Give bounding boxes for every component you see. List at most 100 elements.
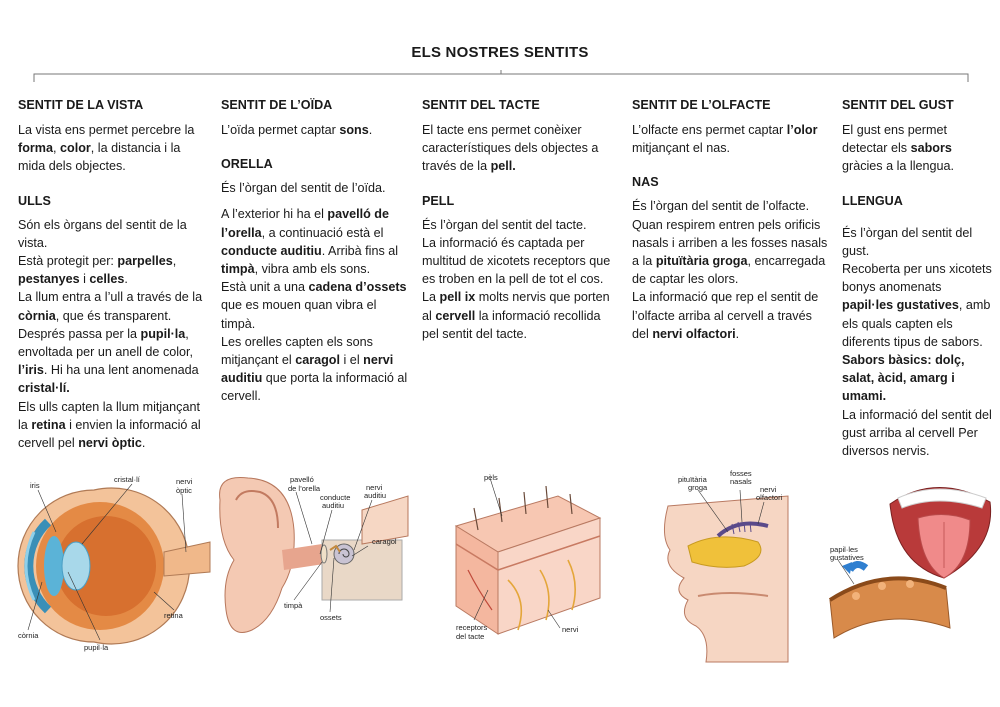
text-run: , la distancia i la mida dels objectes. <box>18 141 181 174</box>
intro-gust: El gust ens permet detectar els sabors g… <box>842 121 992 176</box>
label-receptors-1: receptors <box>456 623 488 632</box>
label-cristalli: cristal·lí <box>114 475 141 484</box>
bold-term: timpà <box>221 262 255 277</box>
text-run: . <box>124 272 128 287</box>
ear-illustration: pavelló de l’orella conducte auditiu ner… <box>219 475 409 633</box>
text-run: i el <box>340 353 364 368</box>
column-oida: SENTIT DE L’OÏDA L’oïda permet captar so… <box>221 96 409 406</box>
text-run: És l’òrgan del sentit de l’olfacte. <box>632 199 810 214</box>
text-run: Són els òrgans del sentit de la vista. <box>18 217 187 250</box>
body-oida: És l’òrgan del sentit de l’oïda. A l’exte… <box>221 179 409 405</box>
bold-term: conducte auditiu <box>221 243 322 258</box>
intro-olfacte: L’olfacte ens permet captar l’olor mitja… <box>632 121 830 157</box>
bold-term: l’olor <box>786 123 818 137</box>
organ-gust: LLENGUA <box>842 193 903 208</box>
bold-term: cristal·lí. <box>18 381 70 396</box>
text-run: , que és transparent. <box>55 308 172 323</box>
label-pels: pèls <box>484 473 498 482</box>
bold-term: papil·les gustatives <box>842 298 959 313</box>
bold-term: pell ix <box>439 290 476 305</box>
text-run: L’oïda permet captar <box>221 123 340 137</box>
text-run: la informació recollida pel sentit del t… <box>422 308 601 341</box>
bold-term: pupil·la <box>140 326 186 341</box>
heading-oida: SENTIT DE L’OÏDA <box>221 98 333 112</box>
text-run: La informació que rep el sentit de l’olf… <box>632 290 819 341</box>
bold-term: retina <box>31 417 66 432</box>
text-run: i <box>79 272 90 287</box>
label-fosses-1: fosses <box>730 469 752 478</box>
text-run: , a continuació està el <box>261 225 384 240</box>
organ-olfacte: NAS <box>632 175 659 190</box>
organ-oida: ORELLA <box>221 157 273 172</box>
bold-term: cadena d’ossets <box>308 280 407 295</box>
text-run: , envoltada per un anell de color, <box>18 326 194 360</box>
bold-term: cervell <box>435 308 476 323</box>
bold-term: sons <box>339 123 369 137</box>
body-olfacte: És l’òrgan del sentit de l’olfacte. Quan … <box>632 197 830 343</box>
heading-olfacte: SENTIT DE L’OLFACTE <box>632 98 771 112</box>
label-nervi: nervi <box>176 477 193 486</box>
text-run: , <box>53 141 60 156</box>
organ-vista: ULLS <box>18 193 51 208</box>
text-run: L’olfacte ens permet captar <box>632 123 787 137</box>
label-nervi-1: nervi <box>366 483 383 492</box>
column-tacte: SENTIT DEL TACTE El tacte ens permet con… <box>422 96 612 343</box>
text-run: . <box>368 123 373 137</box>
title-brace <box>33 70 969 82</box>
intro-oida: L’oïda permet captar sons. <box>221 121 409 139</box>
label-cornia: còrnia <box>18 631 39 640</box>
text-run: , amb els quals capten els diferents tip… <box>842 298 991 349</box>
bold-term: nervi olfactori <box>652 326 736 341</box>
label-caragol: caragol <box>372 537 397 546</box>
bold-term: nervi òptic <box>78 436 142 451</box>
text-run: El tacte ens permet conèixer característ… <box>422 123 599 174</box>
heading-vista: SENTIT DE LA VISTA <box>18 98 144 112</box>
text-run: La informació del sentit del gust arriba… <box>842 407 992 459</box>
heading-gust: SENTIT DEL GUST <box>842 98 954 112</box>
bold-term: Sabors bàsics: dolç, salat, àcid, amarg … <box>842 353 965 404</box>
text-run: Els ulls capten la llum mitjançant la <box>18 399 200 432</box>
label-pupilla: pupil·la <box>84 643 109 652</box>
label-pavello-1: pavelló <box>290 475 314 484</box>
body-gust: És l’òrgan del sentit del gust. Recoberta… <box>842 216 992 461</box>
tongue-illustration: papil·les gustatives <box>828 487 992 639</box>
intro-tacte: El tacte ens permet conèixer característ… <box>422 121 612 176</box>
text-run: A l’exterior hi ha el <box>221 207 328 222</box>
label-nervi-2: auditiu <box>364 491 386 500</box>
text-run: És l’òrgan del sentit del gust. <box>842 225 973 258</box>
label-nervi-olf-2: olfactori <box>756 493 783 502</box>
text-run: Quan respirem entren pels orificis nasal… <box>632 217 828 269</box>
text-run: Està unit a una <box>221 280 309 295</box>
text-run: gràcies a la llengua. <box>842 159 955 174</box>
bold-term: pestanyes <box>18 272 80 287</box>
column-vista: SENTIT DE LA VISTA La vista ens permet p… <box>18 96 210 452</box>
bold-term: pavelló de l’orella <box>221 207 389 240</box>
column-gust: SENTIT DEL GUST El gust ens permet detec… <box>842 96 992 460</box>
label-retina: retina <box>164 611 184 620</box>
text-run: , vibra amb els sons. <box>254 262 371 277</box>
bold-term: l’iris <box>18 363 44 378</box>
label-timpa: timpà <box>284 601 303 610</box>
text-run: . <box>141 436 146 451</box>
bold-term: pituïtària groga <box>655 254 748 269</box>
label-fosses-2: nasals <box>730 477 752 486</box>
text-run: . <box>735 326 740 341</box>
text-run: Recoberta per uns xicotets bonys anomena… <box>842 262 992 295</box>
text-run: que es mouen quan vibra el timpà. <box>221 298 377 331</box>
label-pituitaria-1: pituïtària <box>678 475 708 484</box>
bold-term: nervi auditiu <box>221 353 394 386</box>
text-run: La vista ens permet percebre la <box>18 123 195 137</box>
label-optic: òptic <box>176 486 192 495</box>
text-run: molts nervis que porten al <box>422 290 610 323</box>
label-papilles-2: gustatives <box>830 553 864 562</box>
bold-term: còrnia <box>18 308 56 323</box>
intro-vista: La vista ens permet percebre la forma, c… <box>18 121 210 176</box>
bold-term: sabors <box>910 141 952 156</box>
text-run: Les orelles capten els sons mitjançant e… <box>221 334 373 368</box>
label-nervi-olf-1: nervi <box>760 485 777 494</box>
skin-illustration: pèls receptors del tacte nervi <box>454 473 602 641</box>
text-run: És l’òrgan del sentit de l’oïda. <box>221 181 386 196</box>
bold-term: caragol <box>295 353 341 368</box>
text-run: i envien la informació al cervell pel <box>18 417 201 451</box>
text-run: El gust ens permet detectar els <box>842 123 947 156</box>
